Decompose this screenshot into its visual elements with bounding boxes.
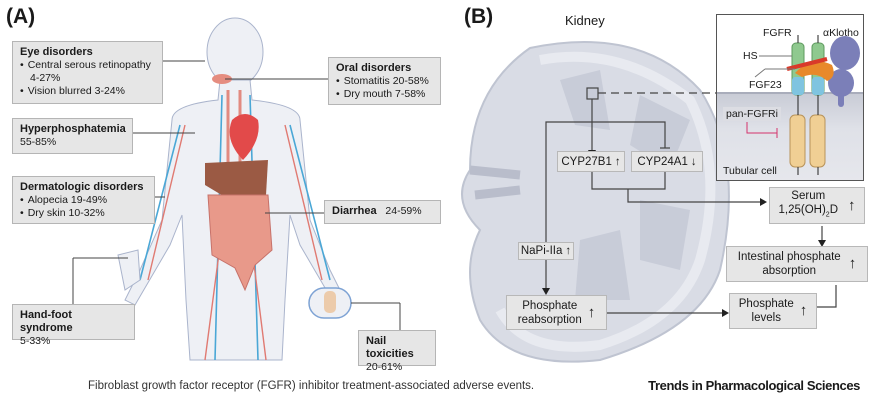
panel-a-label: (A) — [6, 5, 36, 28]
panel-b-connectors — [545, 87, 837, 314]
up-arrow-icon: ↑ — [614, 155, 621, 168]
serum-line2-end: D — [829, 203, 838, 216]
hyperphosphatemia-box: Hyperphosphatemia 55-85% — [12, 118, 133, 154]
levels-line2: levels — [751, 312, 781, 324]
tubular-cell-inset: FGFR αKlotho HS FGF23 pan-FGFRi Tubular … — [716, 14, 864, 181]
diarrhea-value: 24-59% — [385, 205, 422, 217]
cyp27b1-box: CYP27B1↑ — [557, 151, 625, 172]
eye-disorders-box: Eye disorders Central serous retinopathy… — [12, 41, 163, 104]
receptor-complex — [746, 35, 860, 175]
eye-item-retinopathy: Central serous retinopathy — [20, 59, 155, 72]
cyp24a1-label: CYP24A1 — [637, 155, 688, 168]
nail-icon — [308, 287, 352, 319]
up-arrow-icon: ↑ — [799, 302, 808, 319]
phosphate-levels-box: Phosphate levels ↑ — [729, 293, 817, 329]
down-arrow-icon: ↓ — [690, 155, 697, 168]
journal-name: Trends in Pharmacological Sciences — [648, 378, 860, 393]
serum-line1: Serum — [791, 189, 826, 202]
intestinal-line1: Intestinal phosphate — [737, 251, 841, 263]
hyperphosphatemia-title: Hyperphosphatemia — [20, 123, 126, 135]
dermatologic-title: Dermatologic disorders — [20, 181, 144, 193]
reabsorption-line2: reabsorption — [517, 313, 582, 326]
napi-iia-label: NaPi-IIa — [520, 245, 563, 257]
serum-line2: 1,25(OH) — [778, 203, 826, 216]
human-body-figure — [117, 17, 346, 361]
panel-b-label: (B) — [464, 5, 494, 28]
up-arrow-icon: ↑ — [565, 245, 572, 257]
nail-toxicities-title: Nail toxicities — [366, 335, 414, 360]
eye-item-retinopathy-value: 4-27% — [30, 72, 61, 84]
dermatologic-disorders-box: Dermatologic disorders Alopecia 19-49% D… — [12, 176, 155, 224]
oral-item-stomatitis: Stomatitis 20-58% — [336, 75, 433, 88]
serum-subscript: 2 — [825, 211, 830, 219]
dermatologic-item-dry-skin: Dry skin 10-32% — [20, 207, 147, 220]
hs-label: HS — [743, 50, 758, 62]
eye-disorders-title: Eye disorders — [20, 46, 93, 58]
napi-iia-box: NaPi-IIa↑ — [518, 242, 574, 260]
oral-item-dry-mouth: Dry mouth 7-58% — [336, 88, 433, 101]
oral-disorders-title: Oral disorders — [336, 62, 412, 74]
intestinal-line2: absorption — [762, 265, 817, 277]
hand-foot-title: Hand-foot syndrome — [20, 309, 73, 334]
dermatologic-item-alopecia: Alopecia 19-49% — [20, 194, 147, 207]
diarrhea-title: Diarrhea — [332, 205, 377, 217]
reabsorption-line1: Phosphate — [522, 299, 578, 312]
hyperphosphatemia-value: 55-85% — [20, 136, 57, 148]
diarrhea-box: Diarrhea 24-59% — [324, 200, 441, 224]
cyp24a1-box: CYP24A1↓ — [631, 151, 703, 172]
kidney-label: Kidney — [565, 13, 605, 28]
fgf23-label: FGF23 — [749, 79, 782, 91]
klotho-label: αKlotho — [823, 27, 859, 39]
up-arrow-icon: ↑ — [848, 196, 856, 214]
oral-disorders-box: Oral disorders Stomatitis 20-58% Dry mou… — [328, 57, 441, 105]
hand-foot-syndrome-box: Hand-foot syndrome 5-33% — [12, 304, 135, 347]
nail-toxicities-value: 20-61% — [366, 361, 403, 373]
levels-line1: Phosphate — [738, 298, 794, 310]
up-arrow-icon: ↑ — [848, 255, 857, 272]
cyp27b1-label: CYP27B1 — [561, 155, 612, 168]
intestinal-absorption-box: Intestinal phosphate absorption ↑ — [726, 246, 868, 282]
fgfr-label: FGFR — [763, 27, 792, 39]
pan-fgfri-label: pan-FGFRi — [723, 107, 781, 121]
figure-caption: Fibroblast growth factor receptor (FGFR)… — [88, 380, 535, 392]
eye-item-vision-blurred: Vision blurred 3-24% — [20, 85, 155, 98]
tubular-cell-label: Tubular cell — [723, 165, 777, 177]
up-arrow-icon: ↑ — [587, 303, 596, 321]
hand-foot-value: 5-33% — [20, 335, 51, 347]
nail-toxicities-box: Nail toxicities 20-61% — [358, 330, 436, 373]
panel-a-connectors — [72, 60, 401, 330]
